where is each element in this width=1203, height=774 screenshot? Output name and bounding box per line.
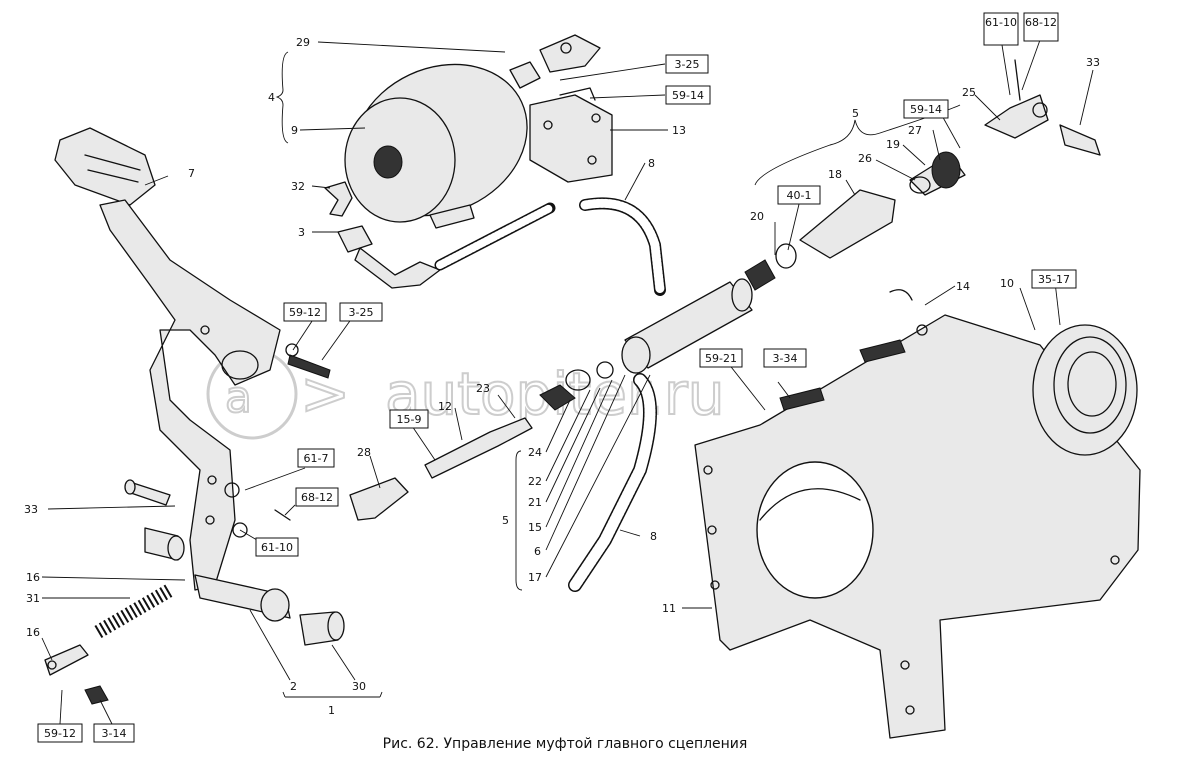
- label-6: 6: [534, 545, 541, 558]
- ref-box-35-17: 35-17: [1031, 269, 1077, 289]
- label-8-lower: 8: [650, 530, 657, 543]
- upper-hose-drawing: [434, 197, 666, 296]
- svg-text:59-12: 59-12: [44, 727, 76, 740]
- label-5-lower: 5: [502, 514, 509, 527]
- ref-box-3-25-upper: 3-25: [665, 54, 709, 74]
- label-15: 15: [528, 521, 542, 534]
- label-26: 26: [858, 152, 872, 165]
- label-16-lower: 16: [26, 626, 40, 639]
- svg-text:3-25: 3-25: [675, 58, 700, 71]
- label-1: 1: [328, 704, 335, 717]
- master-cylinder-drawing: [349, 59, 1101, 592]
- ref-box-40-1: 40-1: [777, 185, 821, 205]
- label-12: 12: [438, 400, 452, 413]
- label-14: 14: [956, 280, 970, 293]
- ref-box-15-9: 15-9: [389, 409, 429, 429]
- label-3: 3: [298, 226, 305, 239]
- svg-text:3-34: 3-34: [773, 352, 798, 365]
- svg-text:68-12: 68-12: [1025, 16, 1057, 29]
- label-24: 24: [528, 446, 542, 459]
- svg-text:3-14: 3-14: [102, 727, 127, 740]
- label-2: 2: [290, 680, 297, 693]
- label-31: 31: [26, 592, 40, 605]
- svg-text:59-14: 59-14: [672, 89, 704, 102]
- label-19: 19: [886, 138, 900, 151]
- label-18: 18: [828, 168, 842, 181]
- ref-box-61-10-upper: 61-10: [983, 12, 1019, 46]
- figure-caption: Рис. 62. Управление муфтой главного сцеп…: [382, 736, 748, 752]
- svg-text:61-10: 61-10: [985, 16, 1017, 29]
- svg-text:68-12: 68-12: [301, 491, 333, 504]
- label-33-lower: 33: [24, 503, 38, 516]
- booster-cylinder-drawing: [344, 34, 601, 229]
- leader-lines: [41, 39, 1094, 725]
- ref-box-59-14-mid: 59-14: [903, 99, 949, 119]
- label-13: 13: [672, 124, 686, 137]
- label-29: 29: [296, 36, 310, 49]
- pedal-lever-drawing: [54, 127, 291, 622]
- bracket-drawing: [529, 87, 613, 183]
- elbow-fitting-drawing: [324, 181, 441, 289]
- ref-box-59-12-upper: 59-12: [283, 302, 327, 322]
- ref-box-59-21: 59-21: [699, 348, 743, 368]
- label-16-upper: 16: [26, 571, 40, 584]
- label-7: 7: [188, 167, 195, 180]
- ref-box-3-25-lower: 3-25: [339, 302, 383, 322]
- ref-box-59-14-upper: 59-14: [665, 85, 711, 105]
- ref-box-68-12-upper: 68-12: [1023, 12, 1059, 42]
- svg-text:35-17: 35-17: [1038, 273, 1070, 286]
- label-30: 30: [352, 680, 366, 693]
- small-parts-left-drawing: [44, 343, 345, 705]
- ref-box-3-14: 3-14: [93, 723, 135, 743]
- svg-text:3-25: 3-25: [349, 306, 374, 319]
- clutch-housing-drawing: [694, 289, 1141, 739]
- ref-box-61-7: 61-7: [297, 448, 335, 468]
- label-25: 25: [962, 86, 976, 99]
- plain-labels: 29 4 9 32 3 8 7 5 25 33 27 19 26 18 20 1…: [24, 36, 1100, 717]
- svg-text:59-12: 59-12: [289, 306, 321, 319]
- svg-text:61-7: 61-7: [304, 452, 329, 465]
- svg-text:59-14: 59-14: [910, 103, 942, 116]
- label-20: 20: [750, 210, 764, 223]
- svg-text:13: 13: [672, 124, 686, 137]
- svg-text:61-10: 61-10: [261, 541, 293, 554]
- ref-box-61-10-lower: 61-10: [255, 537, 299, 557]
- label-9: 9: [291, 124, 298, 137]
- label-8-upper: 8: [648, 157, 655, 170]
- label-23: 23: [476, 382, 490, 395]
- label-10: 10: [1000, 277, 1014, 290]
- svg-text:59-21: 59-21: [705, 352, 737, 365]
- label-32: 32: [291, 180, 305, 193]
- label-5-upper: 5: [852, 107, 859, 120]
- ref-box-59-12-lower: 59-12: [37, 723, 83, 743]
- label-22: 22: [528, 475, 542, 488]
- ref-box-3-34: 3-34: [763, 348, 807, 368]
- boxed-labels: 3-25 59-14 13 61-10 68-12 59-14 40-1 59-…: [37, 12, 1077, 743]
- label-21: 21: [528, 496, 542, 509]
- label-17: 17: [528, 571, 542, 584]
- label-4: 4: [268, 91, 275, 104]
- label-27: 27: [908, 124, 922, 137]
- label-28: 28: [357, 446, 371, 459]
- svg-text:15-9: 15-9: [397, 413, 422, 426]
- label-33-upper: 33: [1086, 56, 1100, 69]
- label-11: 11: [662, 602, 676, 615]
- svg-text:40-1: 40-1: [787, 189, 812, 202]
- ref-box-68-12-lower: 68-12: [295, 487, 339, 507]
